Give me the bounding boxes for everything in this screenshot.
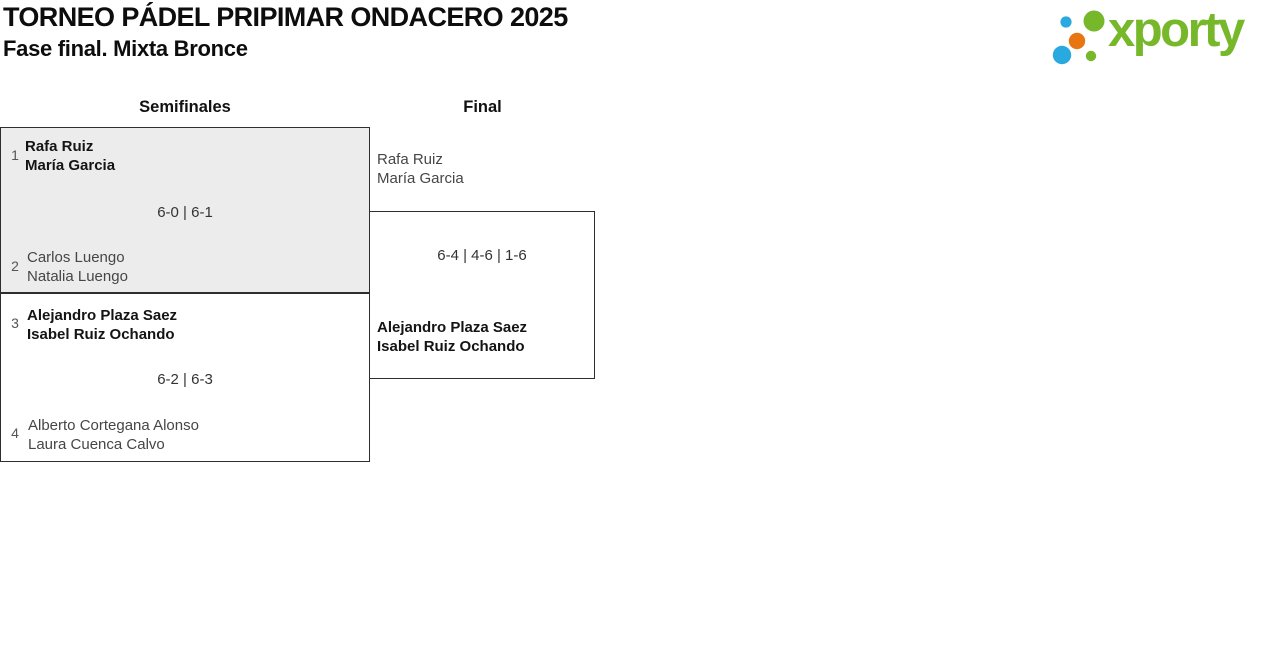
team-names: Alberto Cortegana Alonso Laura Cuenca Ca…: [28, 416, 199, 454]
round-header-semifinales: Semifinales: [139, 98, 231, 116]
player-name: Alberto Cortegana Alonso: [28, 417, 199, 434]
team-names: Rafa Ruiz María Garcia: [377, 150, 464, 188]
player-name: Alejandro Plaza Saez: [27, 307, 178, 324]
seed-number: 2: [11, 258, 19, 274]
match-score: 6-2 | 6-3: [157, 371, 213, 388]
seed-number: 3: [11, 315, 19, 331]
player-name: Rafa Ruiz: [25, 138, 94, 155]
final-match-box: [369, 211, 595, 379]
page-subtitle: Fase final. Mixta Bronce: [3, 36, 248, 61]
round-header-final: Final: [463, 98, 502, 116]
xporty-dots-icon: [1052, 10, 1105, 65]
player-name: Alejandro Plaza Saez: [377, 319, 528, 336]
match-score: 6-4 | 4-6 | 1-6: [437, 247, 527, 264]
player-name: Isabel Ruiz Ochando: [377, 338, 525, 355]
xporty-logo[interactable]: xporty: [1046, 3, 1278, 68]
player-name: Carlos Luengo: [27, 249, 125, 266]
semifinal-1-match-box: [0, 127, 370, 293]
team-names: Carlos Luengo Natalia Luengo: [27, 248, 128, 286]
player-name: Natalia Luengo: [27, 268, 128, 285]
page-title: TORNEO PÁDEL PRIPIMAR ONDACERO 2025: [3, 2, 568, 32]
team-names: Rafa Ruiz María Garcia: [25, 137, 115, 175]
semifinal-2-match-box: [0, 293, 370, 462]
seed-number: 1: [11, 147, 19, 163]
player-name: Isabel Ruiz Ochando: [27, 326, 175, 343]
seed-number: 4: [11, 425, 19, 441]
player-name: Rafa Ruiz: [377, 151, 443, 168]
match-score: 6-0 | 6-1: [157, 204, 213, 221]
player-name: Laura Cuenca Calvo: [28, 436, 165, 453]
team-names: Alejandro Plaza Saez Isabel Ruiz Ochando: [27, 306, 177, 344]
team-names: Alejandro Plaza Saez Isabel Ruiz Ochando: [377, 318, 527, 356]
player-name: María Garcia: [377, 170, 464, 187]
xporty-wordmark: xporty: [1108, 3, 1245, 57]
player-name: María Garcia: [25, 157, 116, 174]
